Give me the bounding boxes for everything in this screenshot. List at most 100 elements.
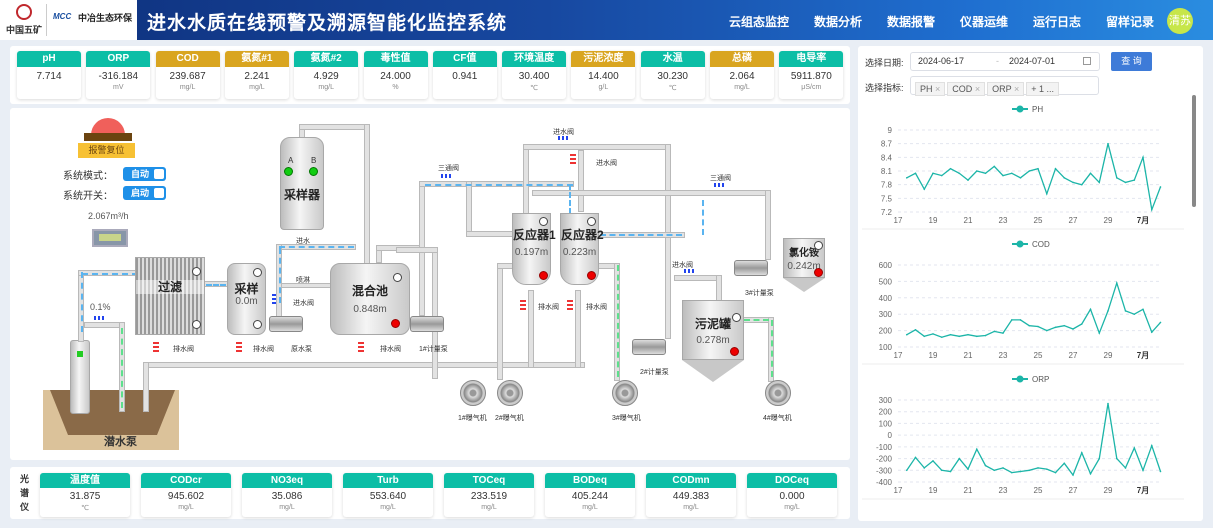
metric-label: COD — [155, 51, 220, 67]
x-tick-label: 7月 — [1137, 486, 1149, 495]
blower-2-icon[interactable] — [497, 380, 523, 406]
pipe — [396, 247, 438, 253]
reactor2-level: 0.223m — [562, 247, 597, 258]
data-point — [1107, 310, 1109, 312]
inlet-valve-label: 进水阀 — [596, 160, 617, 167]
data-point — [1098, 457, 1101, 460]
series-line — [906, 143, 1162, 213]
drain-valve-icon[interactable] — [520, 300, 526, 310]
data-point — [949, 167, 952, 170]
blower-4-icon[interactable] — [765, 380, 791, 406]
sludge-label: 污泥罐 — [694, 317, 731, 331]
y-tick-label: -100 — [876, 443, 893, 452]
nav-sample-record[interactable]: 留样记录 — [1106, 15, 1155, 29]
drain-valve-icon[interactable] — [153, 342, 159, 352]
indicator-select[interactable]: PH ×COD ×ORP ×+ 1 ... — [910, 76, 1099, 96]
nav-maintenance[interactable]: 仪器运维 — [960, 15, 1009, 29]
data-point — [932, 333, 934, 335]
data-point — [975, 170, 978, 172]
metric-value: 24.000 — [380, 71, 411, 82]
data-point — [905, 177, 908, 179]
raw-pump-label: 原水泵 — [291, 346, 312, 353]
data-point — [1045, 329, 1048, 332]
user-avatar[interactable]: 清苏 — [1167, 8, 1193, 34]
pipe — [364, 124, 370, 264]
meter-pump-1-icon[interactable] — [410, 316, 444, 332]
three-way-valve-icon[interactable] — [714, 183, 726, 187]
inlet-valve-icon[interactable] — [570, 154, 576, 164]
raw-water-pump-icon[interactable] — [269, 316, 303, 332]
meter-pump-2-icon[interactable] — [632, 339, 666, 355]
metric-label: 氨氮#1 — [224, 51, 289, 67]
nav-run-log[interactable]: 运行日志 — [1033, 15, 1082, 29]
pipe — [532, 190, 770, 196]
inlet-valve-icon[interactable] — [558, 136, 570, 140]
data-point — [1115, 177, 1118, 179]
flow-line — [279, 246, 354, 248]
sampler-label: 采样器 — [283, 188, 320, 202]
meter-pump-3-icon[interactable] — [734, 260, 768, 276]
tag-more: + 1 ... — [1026, 82, 1059, 96]
sampler[interactable]: A B 采样器 — [280, 137, 324, 230]
submersible-pump-icon — [70, 340, 90, 414]
scrollbar[interactable] — [1192, 95, 1196, 207]
drain-valve-icon[interactable] — [358, 342, 364, 352]
spectro-label: TOCeq — [444, 473, 534, 488]
drain-valve-icon[interactable] — [236, 342, 242, 352]
x-tick-label: 29 — [1104, 216, 1113, 225]
data-point — [914, 456, 917, 459]
inlet-valve-icon[interactable] — [684, 269, 696, 273]
tag-close-icon[interactable]: × — [935, 84, 941, 94]
data-point — [1054, 326, 1057, 329]
valve-icon[interactable] — [94, 316, 106, 320]
nav-cloud-monitor[interactable]: 云组态监控 — [729, 15, 790, 29]
blower-1-icon[interactable] — [460, 380, 486, 406]
data-point — [1063, 462, 1066, 465]
alarm-led — [539, 271, 548, 280]
switch-value: 启动 — [131, 188, 150, 198]
header-bar — [0, 0, 1213, 40]
data-point — [1019, 177, 1022, 179]
alarm-reset-button[interactable]: 报警复位 — [78, 143, 135, 158]
spectro-unit: ℃ — [81, 505, 89, 512]
metric-value: 5911.870 — [790, 71, 832, 82]
tag-close-icon[interactable]: × — [1013, 84, 1020, 94]
minmetals-logo-icon — [16, 4, 32, 20]
inlet-valve-icon[interactable] — [272, 294, 276, 306]
valve-percent: 0.1% — [90, 302, 111, 312]
three-way-valve-icon[interactable] — [441, 174, 453, 178]
data-point — [1133, 447, 1136, 449]
blower-3-icon[interactable] — [612, 380, 638, 406]
y-tick-label: 9 — [888, 126, 893, 135]
switch-toggle[interactable]: 启动 — [123, 186, 166, 200]
drain-valve-label: 排水阀 — [538, 304, 559, 311]
end-date[interactable]: 2024-07-01 — [1009, 56, 1056, 66]
metric-unit: μS/cm — [801, 84, 822, 91]
data-point — [1045, 468, 1048, 470]
query-button[interactable]: 查 询 — [1111, 52, 1152, 71]
y-tick-label: 8.1 — [881, 167, 893, 176]
legend-label: ORP — [1032, 375, 1049, 384]
mode-toggle[interactable]: 自动 — [123, 167, 166, 181]
mode-value: 自动 — [131, 169, 150, 179]
pipe — [432, 247, 438, 379]
tag-close-icon[interactable]: × — [974, 84, 981, 94]
drain-valve-icon[interactable] — [567, 300, 573, 310]
flow-line — [744, 319, 769, 321]
data-point — [1063, 324, 1066, 327]
y-tick-label: 600 — [879, 261, 893, 270]
date-range-picker[interactable]: 2024-06-17 - 2024-07-01 — [910, 52, 1100, 71]
nav-data-analysis[interactable]: 数据分析 — [814, 15, 863, 29]
data-point — [940, 174, 943, 177]
y-tick-label: 300 — [879, 396, 893, 405]
start-date[interactable]: 2024-06-17 — [918, 56, 965, 66]
nav-data-alarm[interactable]: 数据报警 — [887, 15, 936, 29]
metric-value: 0.941 — [452, 71, 478, 82]
data-point — [1089, 172, 1092, 175]
